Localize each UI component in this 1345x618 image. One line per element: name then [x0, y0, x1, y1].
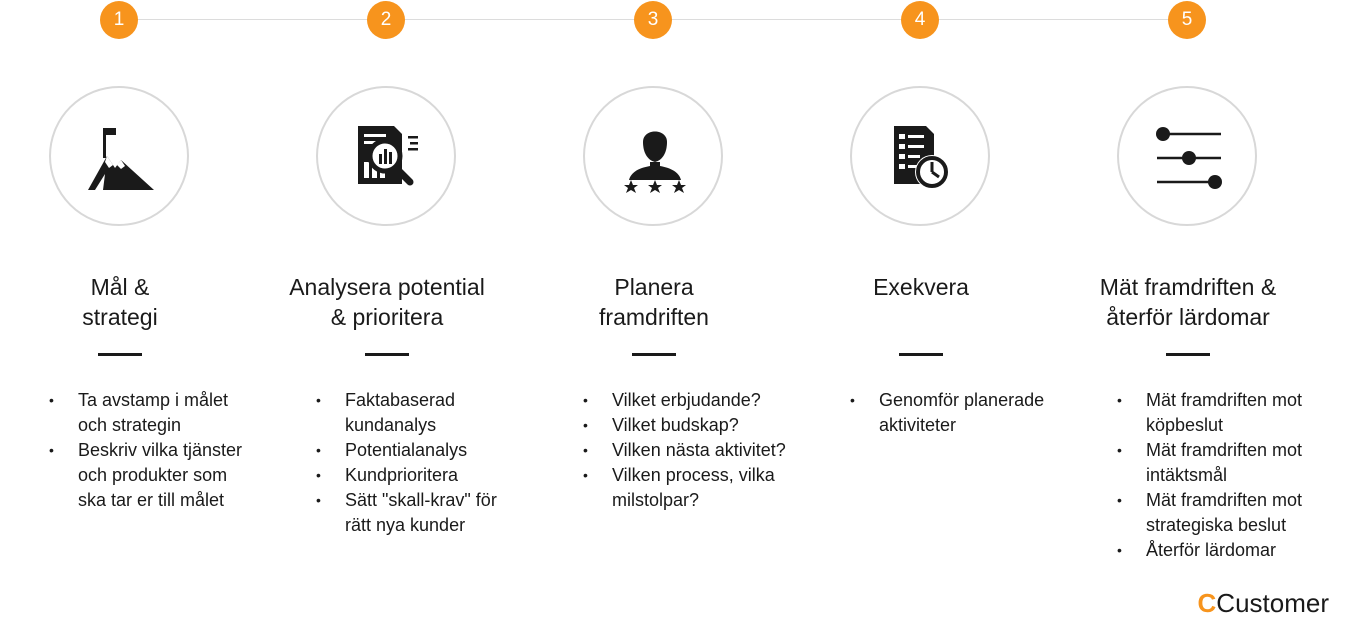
- step-bullet-list: Genomför planerade aktiviteter: [850, 388, 1044, 438]
- title-divider: [98, 353, 142, 356]
- list-item: Vilket budskap?: [583, 413, 786, 438]
- step-title: Exekvera: [873, 274, 969, 300]
- step-number-badge: 4: [901, 1, 939, 39]
- logo-text: Customer: [1216, 588, 1329, 618]
- step-icon-circle: [49, 86, 189, 226]
- list-item: Ta avstamp i målet och strategin: [49, 388, 242, 438]
- step-icon-circle: [316, 86, 456, 226]
- person-rating-icon: [624, 131, 686, 193]
- list-item: Vilken nästa aktivitet?: [583, 438, 786, 463]
- step-bullet-list: Ta avstamp i målet och strategin Beskriv…: [49, 388, 242, 513]
- title-divider: [899, 353, 943, 356]
- document-magnifier-icon: [358, 126, 418, 186]
- title-divider: [632, 353, 676, 356]
- step-number-badge: 1: [100, 1, 138, 39]
- list-item: Mät framdriften mot köpbeslut: [1117, 388, 1302, 438]
- step-1: 1 Mål & strategi Ta avstamp i målet och …: [0, 0, 267, 618]
- list-item: Vilket erbjudande?: [583, 388, 786, 413]
- list-item: Potentialanalys: [316, 438, 497, 463]
- sliders-icon: [1156, 127, 1222, 189]
- list-item: Sätt "skall-krav" för rätt nya kunder: [316, 488, 497, 538]
- logo-accent-letter: C: [1197, 588, 1217, 618]
- step-4: 4 Exekvera Genomför planerade aktivitete…: [801, 0, 1068, 618]
- step-icon-circle: [583, 86, 723, 226]
- step-bullet-list: Vilket erbjudande? Vilket budskap? Vilke…: [583, 388, 786, 513]
- checklist-clock-icon: [894, 126, 949, 189]
- list-item: Mät framdriften mot intäktsmål: [1117, 438, 1302, 488]
- title-divider: [1166, 353, 1210, 356]
- step-number-badge: 3: [634, 1, 672, 39]
- list-item: Återför lärdomar: [1117, 538, 1302, 563]
- step-title: Analysera potential & prioritera: [289, 274, 485, 330]
- step-title: Mål & strategi: [82, 274, 158, 330]
- list-item: Beskriv vilka tjänster och produkter som…: [49, 438, 242, 513]
- step-2: 2 Analysera potential & prioritera Fakta…: [267, 0, 534, 618]
- mountain-flag-icon: [88, 128, 154, 190]
- title-divider: [365, 353, 409, 356]
- step-number-badge: 5: [1168, 1, 1206, 39]
- step-3: 3 Planera framdriften Vilket erbjudande?…: [534, 0, 801, 618]
- step-5: 5 Mät framdriften & återför lärdomar Mät…: [1068, 0, 1335, 618]
- list-item: Kundprioritera: [316, 463, 497, 488]
- step-bullet-list: Faktabaserad kundanalys Potentialanalys …: [316, 388, 497, 538]
- step-bullet-list: Mät framdriften mot köpbeslut Mät framdr…: [1117, 388, 1302, 563]
- list-item: Genomför planerade aktiviteter: [850, 388, 1044, 438]
- step-icon-circle: [1117, 86, 1257, 226]
- step-number-badge: 2: [367, 1, 405, 39]
- list-item: Vilken process, vilka milstolpar?: [583, 463, 786, 513]
- step-title: Planera framdriften: [599, 274, 709, 330]
- list-item: Faktabaserad kundanalys: [316, 388, 497, 438]
- step-icon-circle: [850, 86, 990, 226]
- ccustomer-logo: CCustomer: [1198, 588, 1329, 618]
- list-item: Mät framdriften mot strategiska beslut: [1117, 488, 1302, 538]
- step-title: Mät framdriften & återför lärdomar: [1099, 274, 1277, 330]
